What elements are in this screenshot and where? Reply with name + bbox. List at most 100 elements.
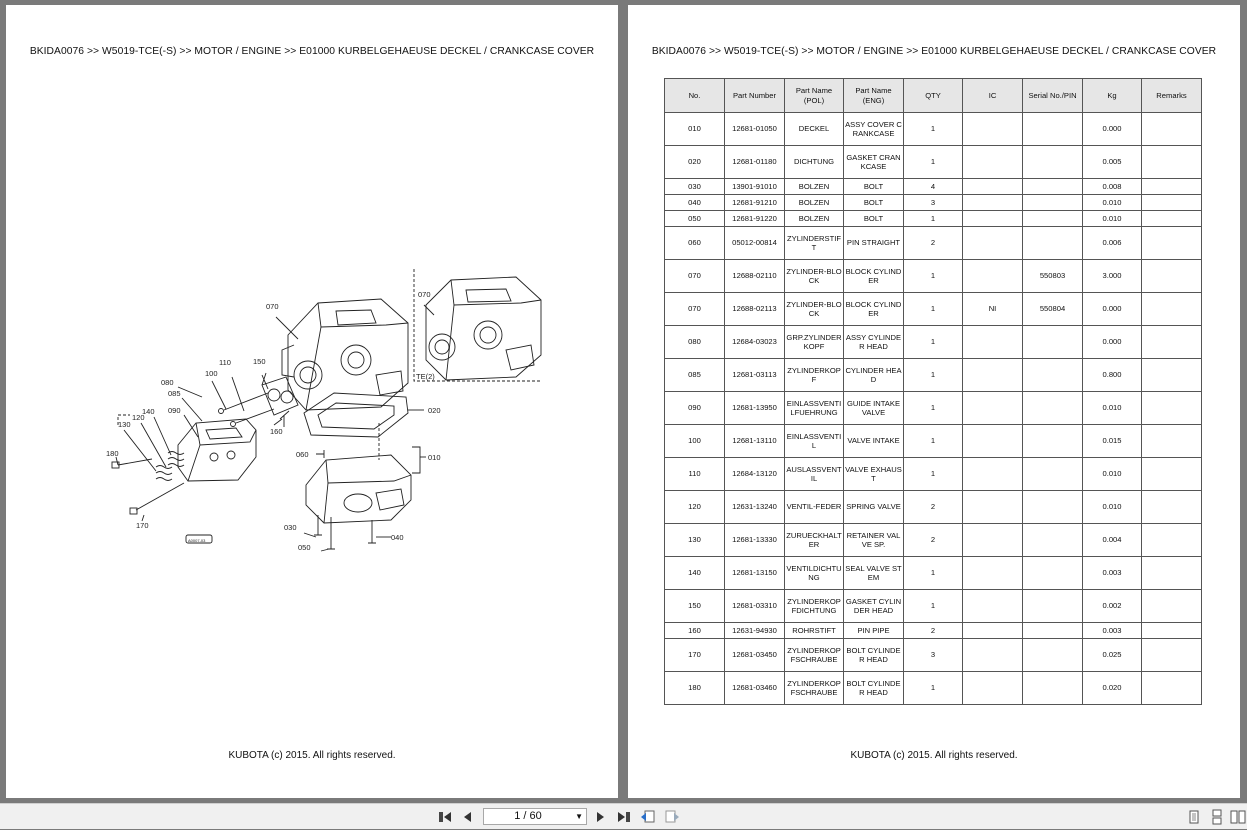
cell-part-name-pol: ZYLINDERSTIFT [784, 226, 844, 260]
cell-serial [1022, 112, 1083, 146]
cell-serial [1022, 523, 1083, 557]
cell-kg: 0.002 [1082, 589, 1142, 623]
cell-qty: 1 [903, 210, 963, 227]
page-header: BKIDA0076 >> W5019-TCE(-S) >> MOTOR / EN… [651, 46, 1217, 57]
chevron-down-icon: ▼ [575, 812, 583, 821]
cell-ic [962, 325, 1023, 359]
cell-ic: NI [962, 292, 1023, 326]
cell-serial [1022, 145, 1083, 179]
callout-label: 010 [428, 453, 441, 462]
last-page-icon[interactable] [615, 809, 631, 825]
col-header: QTY [903, 78, 963, 113]
cell-no: 010 [664, 112, 725, 146]
cell-qty: 2 [903, 226, 963, 260]
cell-serial [1022, 424, 1083, 458]
cell-no: 090 [664, 391, 725, 425]
cell-part-name-eng: VALVE INTAKE [843, 424, 904, 458]
cell-no: 150 [664, 589, 725, 623]
table-header-row: No. Part Number Part Name (POL) Part Nam… [664, 78, 1202, 113]
callout-label: 085 [168, 389, 181, 398]
cell-remarks [1141, 358, 1202, 392]
page-indicator: 1 / 60 [514, 810, 542, 822]
cell-serial [1022, 671, 1083, 705]
cell-part-name-eng: BOLT [843, 210, 904, 227]
cell-remarks [1141, 112, 1202, 146]
cell-part-number: 12684-03023 [724, 325, 785, 359]
cell-qty: 4 [903, 178, 963, 195]
col-header: IC [962, 78, 1023, 113]
cell-serial: 550803 [1022, 259, 1083, 293]
first-page-icon[interactable] [438, 809, 454, 825]
cell-remarks [1141, 178, 1202, 195]
cell-ic [962, 210, 1023, 227]
next-page-icon[interactable] [593, 809, 609, 825]
cell-qty: 1 [903, 358, 963, 392]
cell-part-name-eng: BOLT CYLINDER HEAD [843, 671, 904, 705]
cell-part-name-pol: ZYLINDER-BLOCK [784, 259, 844, 293]
cell-kg: 0.800 [1082, 358, 1142, 392]
cell-part-number: 05012-00814 [724, 226, 785, 260]
cell-qty: 3 [903, 638, 963, 672]
cell-ic [962, 671, 1023, 705]
cell-serial [1022, 622, 1083, 639]
cell-no: 040 [664, 194, 725, 211]
cell-part-name-eng: BOLT CYLINDER HEAD [843, 638, 904, 672]
cell-part-number: 12688-02110 [724, 259, 785, 293]
cell-part-number: 12681-03310 [724, 589, 785, 623]
cell-remarks [1141, 671, 1202, 705]
callout-label: 020 [428, 406, 441, 415]
cell-part-number: 12681-13330 [724, 523, 785, 557]
cell-no: 100 [664, 424, 725, 458]
col-header: Part Number [724, 78, 785, 113]
page-number-select[interactable]: 1 / 60 ▼ [483, 808, 587, 825]
cell-qty: 1 [903, 671, 963, 705]
left-page: BKIDA0076 >> W5019-TCE(-S) >> MOTOR / EN… [6, 5, 618, 798]
cell-serial [1022, 325, 1083, 359]
callout-label: 090 [168, 406, 181, 415]
cell-kg: 0.015 [1082, 424, 1142, 458]
cell-part-name-pol: DECKEL [784, 112, 844, 146]
cell-qty: 2 [903, 622, 963, 639]
callout-label: 150 [253, 357, 266, 366]
cell-serial [1022, 556, 1083, 590]
callout-label: 050 [298, 543, 311, 552]
callout-label: 130 [118, 420, 131, 429]
cell-serial [1022, 391, 1083, 425]
cell-remarks [1141, 145, 1202, 179]
back-view-icon[interactable] [640, 809, 656, 825]
cell-part-number: 12631-13240 [724, 490, 785, 524]
prev-page-icon[interactable] [460, 809, 476, 825]
cell-qty: 3 [903, 194, 963, 211]
cell-part-name-pol: EINLASSVENTIL [784, 424, 844, 458]
continuous-icon[interactable] [1209, 809, 1225, 825]
callout-label: 170 [136, 521, 149, 530]
cell-no: 140 [664, 556, 725, 590]
page-header: BKIDA0076 >> W5019-TCE(-S) >> MOTOR / EN… [29, 46, 595, 57]
cell-qty: 1 [903, 145, 963, 179]
cell-ic [962, 194, 1023, 211]
cell-ic [962, 589, 1023, 623]
cell-qty: 1 [903, 424, 963, 458]
callout-label: 060 [296, 450, 309, 459]
cell-ic [962, 424, 1023, 458]
callout-label: 160 [270, 427, 283, 436]
cell-part-name-eng: SEAL VALVE STEM [843, 556, 904, 590]
cell-kg: 0.020 [1082, 671, 1142, 705]
cell-kg: 0.000 [1082, 112, 1142, 146]
cell-qty: 1 [903, 391, 963, 425]
cell-part-number: 12681-91210 [724, 194, 785, 211]
two-page-icon[interactable] [1230, 809, 1246, 825]
cell-no: 050 [664, 210, 725, 227]
cell-qty: 1 [903, 292, 963, 326]
viewer-toolbar: 1 / 60 ▼ [0, 803, 1247, 829]
cell-part-name-pol: DICHTUNG [784, 145, 844, 179]
single-page-icon[interactable] [1186, 809, 1202, 825]
cell-kg: 0.010 [1082, 490, 1142, 524]
forward-view-icon[interactable] [664, 809, 680, 825]
cell-qty: 2 [903, 490, 963, 524]
